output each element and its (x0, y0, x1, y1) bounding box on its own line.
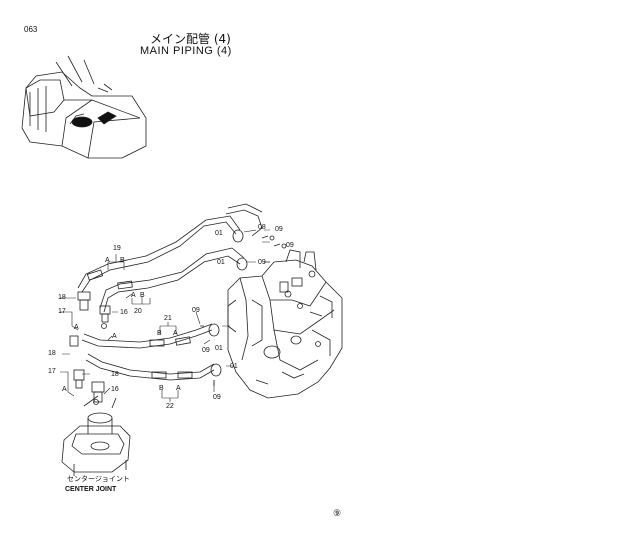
callout-22: 22 (166, 403, 174, 410)
callout-08: 08 (258, 224, 266, 231)
callout-09-f: 09 (213, 394, 221, 401)
callout-19-a: A (105, 257, 110, 264)
center-joint (61, 395, 131, 476)
left-adapters (69, 291, 111, 405)
callout-18-lower: 18 (111, 371, 119, 378)
callout-01-third: 01 (215, 345, 223, 352)
callout-19-b: B (120, 257, 125, 264)
callout-a-16: A (112, 333, 117, 340)
page-number: 063 (24, 25, 38, 34)
excavator-location-thumbnail (21, 55, 147, 159)
callout-20-a: A (131, 292, 136, 299)
leader-lines (60, 229, 270, 402)
callout-19: 19 (113, 245, 121, 252)
callout-18-upper: 18 (58, 294, 66, 301)
callout-22-b: B (159, 385, 164, 392)
callout-18-middle: 18 (48, 350, 56, 357)
callout-16-lower: 16 (111, 386, 119, 393)
callout-09-c: 09 (258, 259, 266, 266)
callout-21-b: B (157, 330, 162, 337)
valve-fittings (200, 229, 287, 386)
callout-21: 21 (164, 315, 172, 322)
callout-09-a: 09 (275, 226, 283, 233)
callout-01-bottom: 01 (230, 363, 238, 370)
callout-01-second: 01 (217, 259, 225, 266)
callout-01-top: 01 (215, 230, 223, 237)
callout-17-lower: 17 (48, 368, 56, 375)
footer-mark: ⑨ (333, 508, 342, 518)
callout-09-e: 09 (202, 347, 210, 354)
callout-a-upper: A (74, 324, 79, 331)
lower-hoses (81, 323, 215, 381)
callout-a-lower: A (62, 386, 67, 393)
callout-22-a: A (176, 385, 181, 392)
callout-17-upper: 17 (58, 308, 66, 315)
callout-09-b: 09 (286, 242, 294, 249)
callout-16-upper: 16 (120, 309, 128, 316)
callout-21-a: A (173, 330, 178, 337)
title-english: MAIN PIPING (4) (140, 45, 232, 57)
callout-20-b: B (140, 292, 145, 299)
title-japanese: メイン配管 (4) (150, 32, 231, 46)
upper-hoses (77, 203, 263, 313)
center-joint-label-en: CENTER JOINT (65, 486, 117, 493)
control-valve (227, 249, 343, 399)
center-joint-label-jp: センタージョイント (67, 475, 130, 483)
callout-20: 20 (134, 308, 142, 315)
callout-09-d: 09 (192, 307, 200, 314)
